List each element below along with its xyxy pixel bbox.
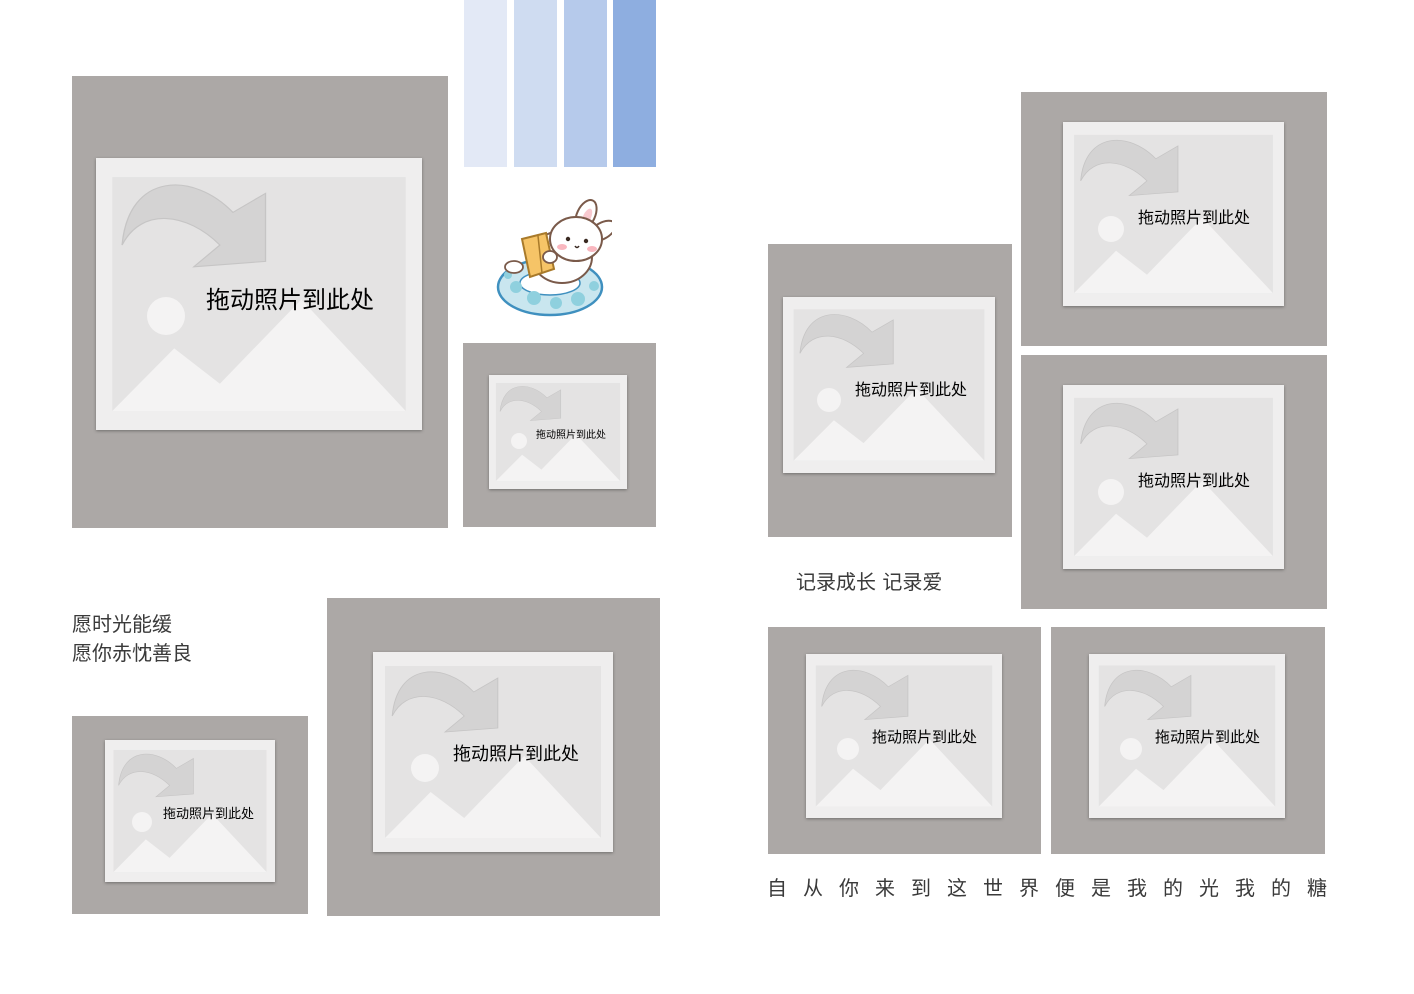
- image-placeholder-icon: [385, 666, 601, 838]
- quote-text: 自 从 你 来 到 这 世 界 便 是 我 的 光 我 的 糖: [767, 872, 1327, 902]
- quote-char: 的: [1271, 876, 1291, 900]
- bunny-reading-on-float-icon: [494, 195, 617, 317]
- quote-char: 到: [911, 876, 931, 900]
- image-placeholder-icon: [1074, 134, 1273, 294]
- placeholder-label: 拖动照片到此处: [1138, 208, 1251, 227]
- sun-circle-icon: [817, 388, 841, 412]
- sun-circle-icon: [1098, 216, 1124, 242]
- sun-circle-icon: [147, 297, 185, 335]
- sun-circle-icon: [1120, 738, 1142, 760]
- photo-frame-right-top: 拖动照片到此处: [1021, 92, 1327, 346]
- image-placeholder-icon: [113, 749, 267, 873]
- sun-circle-icon: [1098, 479, 1124, 505]
- quote-char: 从: [803, 876, 823, 900]
- photo-drop-zone[interactable]: 拖动照片到此处: [783, 297, 995, 473]
- image-placeholder-icon: [793, 309, 985, 461]
- placeholder-label: 拖动照片到此处: [1138, 471, 1251, 490]
- placeholder-label: 拖动照片到此处: [453, 744, 579, 765]
- photo-drop-zone[interactable]: 拖动照片到此处: [96, 158, 422, 430]
- record-text: 记录成长 记录爱: [796, 570, 943, 594]
- quote-char: 界: [1019, 876, 1039, 900]
- quote-char: 来: [875, 876, 895, 900]
- wish-text: 愿时光能缓 愿你赤忱善良: [72, 610, 192, 668]
- placeholder-label: 拖动照片到此处: [163, 807, 255, 822]
- photo-frame-bottom-left: 拖动照片到此处: [72, 716, 308, 914]
- image-placeholder-icon: [1098, 665, 1276, 807]
- quote-char: 的: [1163, 876, 1183, 900]
- photo-frame-right-bottom-2: 拖动照片到此处: [1051, 627, 1325, 854]
- photo-frame-right-bottom-1: 拖动照片到此处: [768, 627, 1041, 854]
- quote-char: 我: [1127, 876, 1147, 900]
- photo-drop-zone[interactable]: 拖动照片到此处: [1063, 122, 1284, 306]
- sun-circle-icon: [132, 812, 152, 832]
- quote-char: 我: [1235, 876, 1255, 900]
- color-swatch-3: [564, 0, 607, 167]
- quote-char: 自: [767, 876, 787, 900]
- quote-char: 便: [1055, 876, 1075, 900]
- quote-char: 这: [947, 876, 967, 900]
- image-placeholder-icon: [495, 382, 621, 482]
- photo-frame-right-left: 拖动照片到此处: [768, 244, 1012, 537]
- quote-char: 世: [983, 876, 1003, 900]
- photo-frame-bottom-middle: 拖动照片到此处: [327, 598, 660, 916]
- color-swatch-2: [514, 0, 557, 167]
- quote-char: 你: [839, 876, 859, 900]
- placeholder-label: 拖动照片到此处: [1155, 728, 1261, 746]
- wish-line-2: 愿你赤忱善良: [72, 641, 192, 665]
- photo-drop-zone[interactable]: 拖动照片到此处: [806, 654, 1002, 818]
- photo-frame-right-middle: 拖动照片到此处: [1021, 355, 1327, 609]
- placeholder-label: 拖动照片到此处: [206, 286, 374, 314]
- photo-drop-zone[interactable]: 拖动照片到此处: [1063, 385, 1284, 569]
- quote-char: 光: [1199, 876, 1219, 900]
- sun-circle-icon: [411, 754, 439, 782]
- quote-char: 糖: [1307, 876, 1327, 900]
- placeholder-label: 拖动照片到此处: [855, 380, 968, 399]
- color-swatch-1: [464, 0, 507, 167]
- wish-line-1: 愿时光能缓: [72, 612, 172, 636]
- photo-drop-zone[interactable]: 拖动照片到此处: [105, 740, 275, 882]
- image-placeholder-icon: [112, 177, 406, 411]
- placeholder-label: 拖动照片到此处: [872, 728, 978, 746]
- quote-char: 是: [1091, 876, 1111, 900]
- sun-circle-icon: [511, 433, 527, 449]
- image-placeholder-icon: [815, 665, 993, 807]
- photo-frame-small: 拖动照片到此处: [463, 343, 656, 527]
- photo-drop-zone[interactable]: 拖动照片到此处: [489, 375, 627, 489]
- color-swatch-4: [613, 0, 656, 167]
- photo-frame-large: 拖动照片到此处: [72, 76, 448, 528]
- placeholder-label: 拖动照片到此处: [536, 430, 606, 441]
- sun-circle-icon: [837, 738, 859, 760]
- photo-drop-zone[interactable]: 拖动照片到此处: [373, 652, 613, 852]
- photo-drop-zone[interactable]: 拖动照片到此处: [1089, 654, 1285, 818]
- image-placeholder-icon: [1074, 397, 1273, 557]
